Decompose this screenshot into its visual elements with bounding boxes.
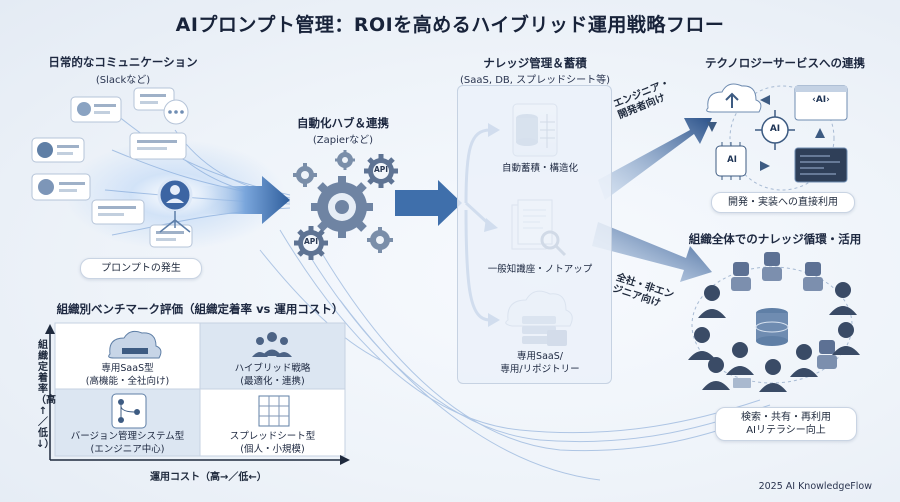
team-icon — [252, 332, 292, 357]
git-branch-icon — [111, 393, 147, 429]
benchmark-cell-spreadsheet: スプレッドシート型 (個人・小規模) — [229, 431, 316, 455]
benchmark-y-axis-label: 組織定着率（高↑／低↓） — [36, 340, 56, 450]
benchmark-cell-hybrid: ハイブリッド戦略 (最適化・連携) — [234, 363, 311, 387]
chat-bubble — [133, 87, 175, 111]
ai-center-label: AI — [769, 124, 781, 134]
laptop-icon — [733, 378, 751, 388]
api-gear-label: API — [303, 237, 319, 246]
benchmark-heading: 組織別ベンチマーク評価（組織定着率 vs 運用コスト） — [56, 302, 344, 316]
tech-heading: テクノロジーサービスへの連携 — [704, 56, 866, 70]
robot-icon — [731, 252, 837, 369]
arrow-to-org — [592, 222, 712, 282]
cloud-server-icon — [108, 330, 162, 359]
knowledge-item-label: 専用SaaS/ 専用/リポジトリー — [500, 351, 580, 375]
arrow-to-hub — [200, 176, 290, 224]
arrow-to-knowledge — [395, 180, 462, 226]
tech-cluster — [706, 83, 848, 191]
central-database-icon — [755, 308, 789, 346]
knowledge-heading: ナレッジ管理＆蓄積 — [483, 56, 587, 70]
ai-chip-icon — [715, 142, 747, 180]
small-gear-icon — [293, 163, 317, 187]
org-heading: 組織全体でのナレッジ循環・活用 — [688, 232, 862, 246]
knowledge-item-label: 一般知識座・ノトアップ — [487, 264, 593, 275]
api-gear-icon — [364, 154, 398, 188]
chat-bubble — [31, 173, 91, 201]
chat-bubble — [163, 99, 189, 125]
ai-center-icon — [755, 110, 795, 150]
flow-wave-lines — [259, 229, 781, 481]
page-title: AIプロンプト管理：ROIを高めるハイブリッド運用戦略フロー — [175, 14, 725, 36]
hub-subheading: (Zapierなど) — [312, 135, 374, 146]
prompt-origin-node-icon — [157, 177, 193, 233]
prompt-origin-label: プロンプトの発生 — [80, 258, 202, 279]
small-gear-icon — [335, 150, 355, 170]
code-window-label: ‹AI› — [812, 95, 830, 105]
arrow-to-tech — [598, 118, 712, 200]
knowledge-subheading: (SaaS, DB, スプレッドシート等) — [459, 75, 611, 86]
chat-bubbles — [31, 87, 193, 248]
terminal-icon — [794, 147, 848, 183]
footer-credit: 2025 AI KnowledgeFlow — [758, 481, 872, 492]
benchmark-matrix — [45, 322, 350, 465]
ai-chip-label: AI — [727, 155, 737, 165]
api-gear-icon — [294, 226, 328, 260]
knowledge-panel — [457, 85, 612, 384]
chat-bubble — [91, 199, 145, 225]
person-icon — [688, 282, 860, 392]
cloud-upload-icon — [706, 83, 762, 113]
api-gear-label: API — [373, 165, 389, 174]
spreadsheet-icon — [258, 395, 290, 427]
code-window-icon — [794, 85, 848, 121]
chat-bubble — [70, 96, 122, 123]
gear-icon — [311, 176, 373, 238]
knowledge-item-label: 自動蓄積・構造化 — [501, 163, 578, 174]
tech-caption: 開発・実装への直接利用 — [711, 192, 855, 213]
org-community — [688, 252, 860, 392]
gear-hub-icon — [293, 150, 398, 260]
chat-bubble — [31, 137, 85, 163]
benchmark-cell-saas: 専用SaaS型 (高機能・全社向け) — [85, 363, 170, 387]
benchmark-cell-vcs: バージョン管理システム型 (エンジニア中心) — [70, 431, 185, 455]
chat-bubble — [129, 132, 187, 160]
small-gear-icon — [367, 227, 393, 253]
chat-bubble — [149, 224, 193, 248]
communication-subheading: (Slackなど) — [95, 75, 151, 86]
hub-heading: 自動化ハブ＆連携 — [297, 116, 389, 130]
org-caption: 検索・共有・再利用 AIリテラシー向上 — [715, 407, 857, 441]
benchmark-x-axis-label: 運用コスト（高→／低←） — [150, 472, 267, 483]
communication-heading: 日常的なコミュニケーション — [48, 55, 198, 69]
